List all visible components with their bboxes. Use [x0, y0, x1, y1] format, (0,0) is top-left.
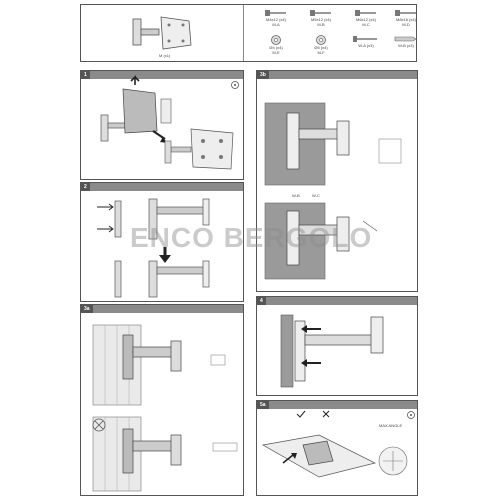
max-angle-label: MAX ANGLE	[379, 423, 403, 428]
screw-icon	[355, 10, 376, 16]
wall-bracket-illustration	[132, 16, 192, 50]
tool-icon	[231, 81, 239, 89]
screw-icon	[265, 10, 286, 16]
step3a-illustration	[92, 324, 238, 492]
screw-m5: M5x12 (x4) M-B	[296, 9, 346, 27]
step-5a-panel: 5a MAX ANGLE	[256, 400, 418, 496]
washer-e: Ø4 (x4) M-E	[251, 35, 301, 55]
screw-m6: M6x12 (x4) M-C	[341, 9, 391, 27]
step-number: 1	[81, 71, 90, 79]
check-icon	[296, 410, 330, 418]
wall-anchor: W-B (x3)	[381, 35, 431, 48]
step-1-panel: 1	[80, 70, 244, 180]
parts-panel: M (x1) M4x12 (x4) M-A M5x12 (x4) M-B M6x…	[80, 4, 417, 62]
step-3b-panel: 3b W-B W-C	[256, 70, 418, 292]
watermark-text: ENCO BERGOLO	[130, 222, 373, 253]
step1-illustration	[100, 75, 234, 170]
screw-m8: M8x16 (x4) M-D	[381, 9, 431, 27]
step-3a-panel: 3a	[80, 304, 244, 496]
washer-icon	[316, 35, 326, 45]
step-number: 3b	[257, 71, 269, 79]
label-wc: W-C	[312, 193, 320, 198]
step4-illustration	[280, 314, 384, 388]
step-number: 3a	[81, 305, 93, 313]
step-4-panel: 4	[256, 296, 418, 396]
step-number: 5a	[257, 401, 269, 409]
screw-icon	[310, 10, 331, 16]
washer-icon	[271, 35, 281, 45]
screw-icon	[395, 10, 416, 16]
step-number: 4	[257, 297, 266, 305]
step5a-illustration	[261, 434, 408, 478]
label-wb: W-B	[292, 193, 300, 198]
screw-m4: M4x12 (x4) M-A	[251, 9, 301, 27]
lag-bolt: W-A (x3)	[341, 35, 391, 48]
bracket-label: M (x1)	[159, 53, 171, 58]
bolt-icon	[353, 36, 377, 42]
anchor-icon	[394, 36, 417, 42]
tool-icon	[407, 411, 415, 419]
step2-illustration	[97, 198, 210, 298]
washer-f: Ø5 (x4) M-F	[296, 35, 346, 55]
step-number: 2	[81, 183, 90, 191]
step-2-panel: 2	[80, 182, 244, 302]
step3b-illustration	[264, 102, 402, 280]
